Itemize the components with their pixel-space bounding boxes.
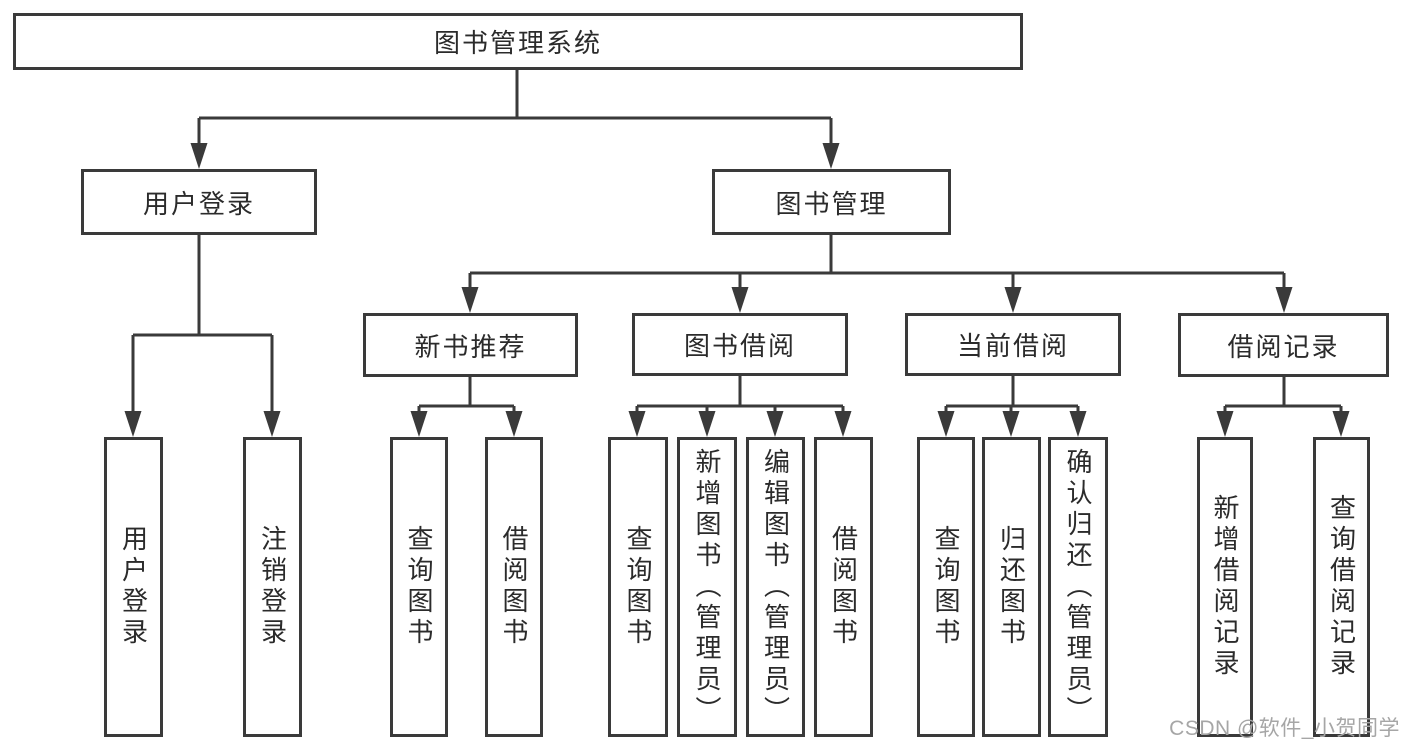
leaf-edit-books-admin: 编辑图书（管理员）	[746, 437, 805, 737]
node-current-borrowing: 当前借阅	[905, 313, 1121, 376]
node-new-book-recommendation: 新书推荐	[363, 313, 578, 377]
leaf-search-books-borrow: 查询图书	[608, 437, 668, 737]
leaf-search-books-borrow-label: 查询图书	[623, 525, 653, 649]
leaf-user-login-label: 用户登录	[118, 525, 149, 649]
watermark-text: CSDN @软件_小贺同学	[1169, 717, 1400, 740]
node-book-borrowing: 图书借阅	[632, 313, 848, 376]
leaf-edit-books-admin-label: 编辑图书（管理员）	[760, 447, 791, 727]
leaf-search-borrow-record: 查询借阅记录	[1313, 437, 1370, 737]
leaf-borrow-books-recommend-label: 借阅图书	[499, 525, 529, 649]
node-user-login: 用户登录	[81, 169, 317, 235]
leaf-logout-label: 注销登录	[257, 525, 288, 649]
leaf-user-login: 用户登录	[104, 437, 163, 737]
leaf-borrow-books-recommend: 借阅图书	[485, 437, 543, 737]
node-borrowing-records: 借阅记录	[1178, 313, 1389, 377]
leaf-confirm-return-admin-label: 确认归还（管理员）	[1063, 447, 1093, 727]
leaf-logout: 注销登录	[243, 437, 302, 737]
leaf-borrow-books: 借阅图书	[814, 437, 873, 737]
leaf-add-borrow-record-label: 新增借阅记录	[1210, 494, 1240, 680]
leaf-confirm-return-admin: 确认归还（管理员）	[1048, 437, 1108, 737]
leaf-borrow-books-label: 借阅图书	[828, 525, 859, 649]
leaf-add-borrow-record: 新增借阅记录	[1197, 437, 1253, 737]
leaf-add-books-admin: 新增图书（管理员）	[677, 437, 737, 737]
leaf-return-books-label: 归还图书	[996, 525, 1027, 649]
leaf-search-books-current: 查询图书	[917, 437, 975, 737]
leaf-search-borrow-record-label: 查询借阅记录	[1326, 494, 1357, 680]
node-library-system: 图书管理系统	[13, 13, 1023, 70]
leaf-add-books-admin-label: 新增图书（管理员）	[692, 447, 722, 727]
leaf-search-books-recommend-label: 查询图书	[404, 525, 434, 649]
leaf-search-books-recommend: 查询图书	[390, 437, 448, 737]
leaf-search-books-current-label: 查询图书	[931, 525, 961, 649]
node-book-management: 图书管理	[712, 169, 951, 235]
leaf-return-books: 归还图书	[982, 437, 1041, 737]
